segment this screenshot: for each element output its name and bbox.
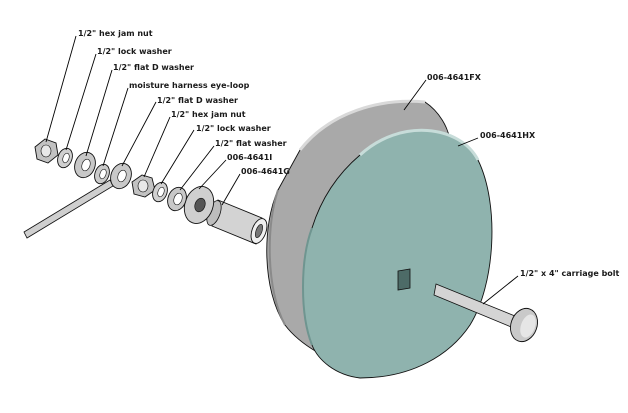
flat-d-washer-left [74,151,96,179]
moisture-harness-rod [23,179,114,239]
label-006-4641hx: 006-4641HX [480,131,536,140]
label-lock-washer-top: 1/2" lock washer [97,47,172,56]
lock-washer-left [57,147,73,169]
label-flat-washer: 1/2" flat washer [215,139,287,148]
label-006-4641i: 006-4641I [227,153,272,162]
label-hex-jam-nut-mid: 1/2" hex jam nut [171,110,246,119]
hex-jam-nut-mid [131,174,156,198]
spacer-tube-006-4641g [206,199,268,245]
eye-loop [94,163,110,185]
inner-disc-006-4641hx [302,128,493,379]
label-006-4641fx: 006-4641FX [427,73,482,82]
label-eye-loop: moisture harness eye-loop [129,81,250,90]
label-lock-washer-mid: 1/2" lock washer [196,124,271,133]
label-flat-d-washer-top: 1/2" flat D washer [113,63,194,72]
label-006-4641g: 006-4641G [241,167,290,176]
flat-washer [167,186,187,212]
leader-lines [45,35,519,305]
carriage-bolt [433,283,538,343]
lock-washer-mid [152,181,168,203]
label-carriage-bolt: 1/2" x 4" carriage bolt [520,269,620,278]
hex-jam-nut-left [34,138,59,164]
flat-d-washer-mid [110,162,132,190]
label-hex-jam-nut-top: 1/2" hex jam nut [78,29,153,38]
label-flat-d-washer-mid: 1/2" flat D washer [157,96,238,105]
